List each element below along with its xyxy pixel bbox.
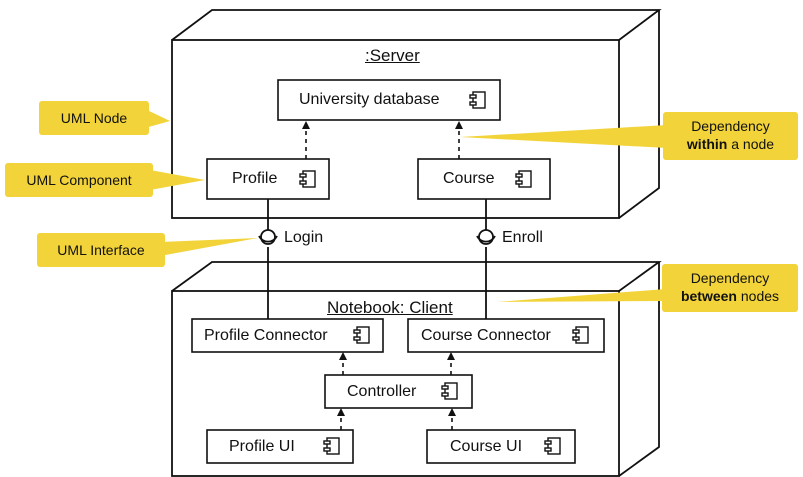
controller-box [324, 374, 473, 409]
callout-dependency-between-rest: nodes [736, 287, 780, 304]
callout-uml-component: UML Component [26, 172, 132, 188]
course-ui-box [426, 429, 576, 464]
callout-dependency-between-shape [497, 264, 798, 312]
profile-label: Profile [232, 170, 278, 187]
callout-dependency-within-line1: Dependency [691, 118, 770, 134]
callout-dependency-within-rest: a node [727, 135, 775, 152]
login-interface [258, 199, 278, 319]
course-connector-label: Course Connector [421, 327, 551, 344]
callout-uml-component-shape [5, 163, 205, 197]
course-ui-label: Course UI [450, 438, 523, 455]
enroll-interface [476, 199, 496, 319]
server-node-title: :Server [365, 46, 420, 65]
course-label: Course [443, 170, 495, 187]
callout-dependency-between-bold: between [680, 287, 737, 304]
callout-dependency-between-line1: Dependency [690, 270, 770, 286]
callout-dependency-within-bold: within [686, 135, 728, 152]
profile-ui-box [206, 429, 354, 464]
profile-ui-label: Profile UI [229, 438, 295, 455]
callout-dependency-between: Dependency between nodes [662, 270, 798, 305]
profile-connector-label: Profile Connector [204, 327, 328, 344]
callout-dependency-within-shape [460, 112, 798, 160]
profile-connector-box [191, 318, 384, 353]
callout-uml-interface: UML Interface [57, 242, 145, 258]
controller-label: Controller [347, 383, 417, 400]
callout-dependency-within: Dependency within a node [663, 118, 798, 153]
callout-uml-node-shape [39, 101, 170, 135]
client-node-title: Notebook: Client [327, 298, 453, 317]
callout-uml-node: UML Node [60, 110, 128, 126]
profile-box [206, 158, 330, 200]
enroll-label: Enroll [502, 229, 543, 246]
login-label: Login [284, 229, 324, 246]
course-connector-box [407, 318, 605, 353]
university-database-label: University database [299, 91, 440, 108]
callout-uml-interface-shape [37, 233, 258, 267]
course-box [417, 158, 551, 200]
university-database-box [277, 79, 501, 121]
